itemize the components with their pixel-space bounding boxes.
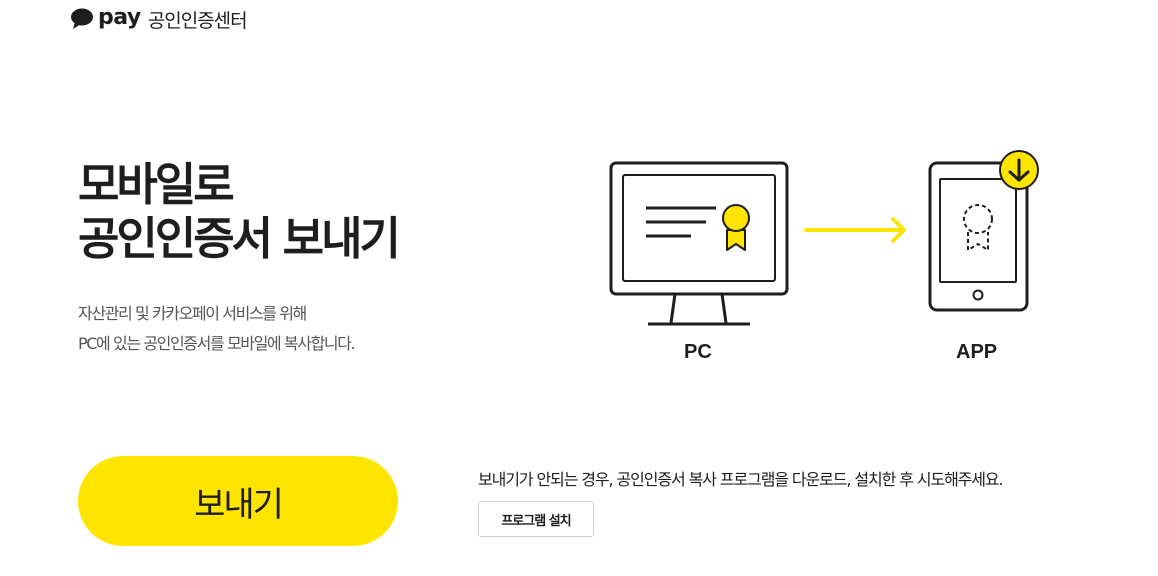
- arrow-right-icon: [804, 217, 906, 243]
- download-badge-icon: [999, 150, 1039, 190]
- description-line-1: 자산관리 및 카카오페이 서비스를 위해: [78, 304, 307, 323]
- title-line-1: 모바일로: [78, 158, 235, 211]
- pc-to-app-illustration: [609, 150, 1039, 326]
- pc-label: PC: [684, 341, 712, 363]
- send-button[interactable]: 보내기: [78, 456, 398, 546]
- phone-icon: [928, 161, 1029, 312]
- app-label: APP: [956, 341, 998, 363]
- title-line-2: 공인인증서 보내기: [78, 212, 401, 265]
- brand-logo: pay: [98, 4, 141, 30]
- install-notice: 보내기가 안되는 경우, 공인인증서 복사 프로그램을 다운로드, 설치한 후 …: [478, 470, 1004, 489]
- service-name: 공인인증센터: [147, 9, 248, 32]
- page-title: 모바일로 공인인증서 보내기: [78, 158, 401, 266]
- monitor-icon: [609, 161, 789, 326]
- description-line-2: PC에 있는 공인인증서를 모바일에 복사합니다.: [78, 334, 356, 353]
- speech-bubble-icon: [71, 8, 93, 29]
- header: pay 공인인증센터: [70, 4, 248, 34]
- install-program-button[interactable]: 프로그램 설치: [478, 501, 594, 537]
- certificate-icon: [722, 204, 750, 251]
- description: 자산관리 및 카카오페이 서비스를 위해 PC에 있는 공인인증서를 모바일에 …: [78, 299, 356, 359]
